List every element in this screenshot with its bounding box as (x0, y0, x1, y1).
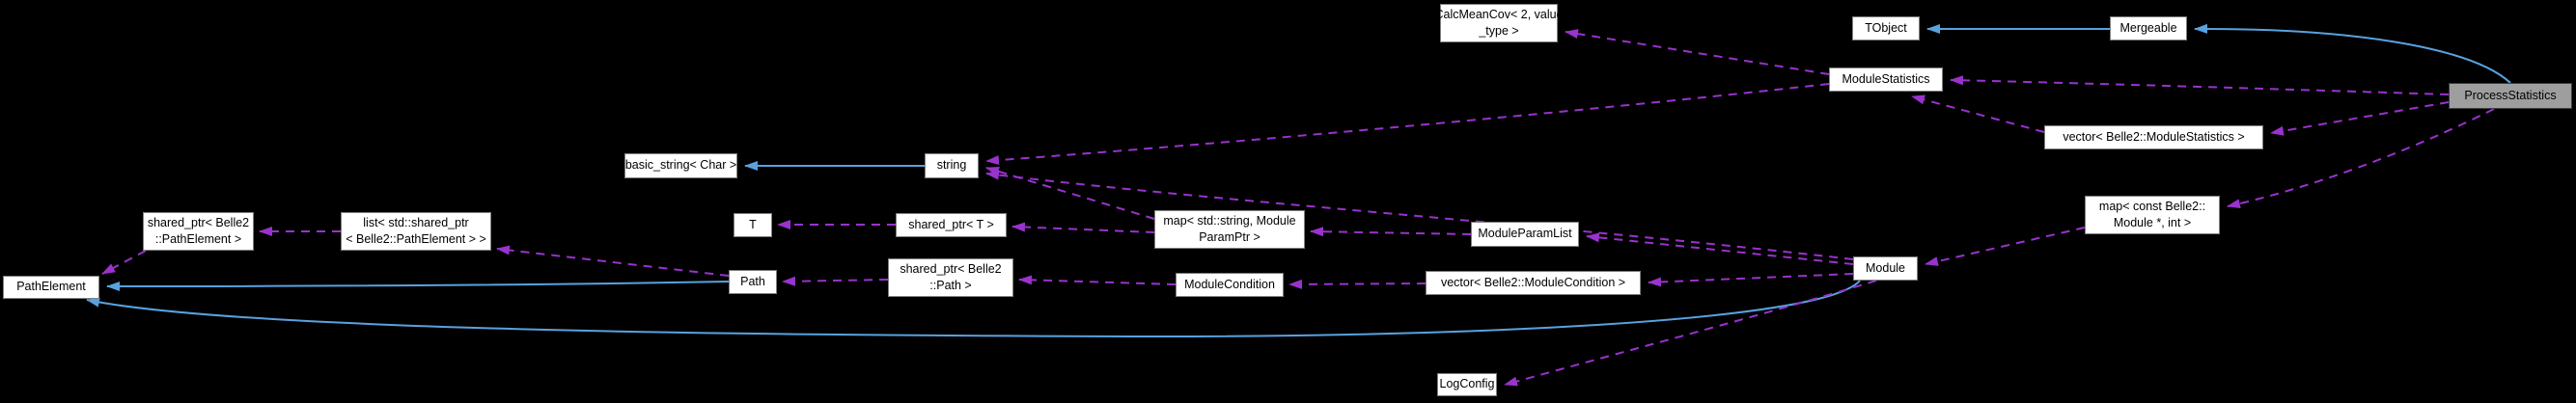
edge-module-to-string (985, 170, 1854, 260)
node-t[interactable]: T (734, 213, 772, 237)
node-list_shared_ptr_pathelement[interactable]: list< std::shared_ptr< Belle2::PathEleme… (341, 212, 491, 251)
node-mergeable[interactable]: Mergeable (2110, 16, 2187, 40)
edge-map_string_moduleparamptr-to-string (985, 167, 1155, 220)
edge-map_string_moduleparamptr-to-shared_ptr_t (1011, 222, 1155, 233)
edge-module-to-pathelement (86, 280, 1861, 338)
node-label: CalcMeanCov< 2, value (1434, 7, 1564, 21)
edge-module-to-moduleparamlist (1586, 232, 1854, 265)
node-label: string (936, 158, 967, 173)
node-label: ProcessStatistics (2464, 88, 2557, 102)
edge-modulecondition-to-shared_ptr_belle2_path (1018, 275, 1177, 285)
node-label: LogConfig (1439, 377, 1495, 391)
edge-shared_ptr_pathelement-to-pathelement (101, 250, 147, 275)
node-label: ::PathElement > (154, 232, 242, 246)
edge-processstatistics-to-mergeable (2194, 23, 2511, 84)
node-label: T (749, 217, 757, 231)
node-shared_ptr_belle2_path[interactable]: shared_ptr< Belle2::Path > (888, 258, 1013, 297)
edge-path-to-pathelement (106, 281, 730, 291)
node-label: TObject (1865, 20, 1907, 35)
node-label: ModuleParamList (1478, 227, 1572, 241)
edge-processstatistics-to-modulestatistics (1950, 75, 2450, 95)
node-logconfig[interactable]: LogConfig (1437, 373, 1497, 396)
edge-vector_modulecondition-to-modulecondition (1288, 279, 1426, 289)
node-label: Module *, int > (2113, 216, 2192, 229)
node-label: Module (1866, 260, 1905, 275)
edge-module-to-logconfig (1504, 280, 1877, 387)
node-label: map< const Belle2:: (2098, 199, 2206, 213)
node-shared_ptr_t[interactable]: shared_ptr< T > (896, 213, 1007, 237)
edge-modulestatistics-to-string (985, 83, 1830, 166)
node-label: shared_ptr< Belle2 (900, 261, 1002, 276)
edge-processstatistics-to-map_const_module_int (2227, 108, 2495, 209)
node-label: shared_ptr< T > (908, 217, 994, 231)
node-label: Path (740, 274, 765, 288)
node-pathelement[interactable]: PathElement (3, 276, 99, 299)
node-label: map< std::string, Module (1163, 213, 1296, 228)
node-label: < Belle2::PathElement > > (346, 232, 486, 246)
node-tobject[interactable]: TObject (1852, 16, 1920, 40)
node-label: PathElement (16, 280, 86, 294)
node-label: ModuleCondition (1184, 277, 1275, 291)
node-calcmeancov[interactable]: CalcMeanCov< 2, value _type > (1434, 4, 1564, 42)
edge-module-to-vector_modulecondition (1648, 273, 1854, 287)
node-vector_modulestatistics[interactable]: vector< Belle2::ModuleStatistics > (2044, 125, 2263, 149)
edge-path-to-list_shared_ptr_pathelement (496, 245, 730, 277)
node-label: ModuleStatistics (1842, 71, 1930, 86)
node-modulestatistics[interactable]: ModuleStatistics (1829, 67, 1943, 92)
node-modulecondition[interactable]: ModuleCondition (1176, 273, 1284, 297)
node-map_const_module_int[interactable]: map< const Belle2::Module *, int > (2085, 196, 2220, 234)
node-label: shared_ptr< Belle2 (147, 215, 250, 229)
node-label: vector< Belle2::ModuleStatistics > (2063, 129, 2245, 144)
node-label: _type > (1479, 24, 1519, 38)
node-string[interactable]: string (925, 153, 979, 178)
edge-processstatistics-to-vector_modulestatistics (2270, 101, 2450, 136)
node-label: basic_string< Char > (624, 158, 737, 173)
edge-shared_ptr_belle2_path-to-path (782, 276, 889, 286)
node-shared_ptr_pathelement[interactable]: shared_ptr< Belle2::PathElement > (143, 212, 254, 251)
edge-moduleparamlist-to-map_string_moduleparamptr (1310, 227, 1472, 237)
node-label: ::Path > (929, 279, 972, 292)
node-label: ParamPtr > (1199, 230, 1260, 244)
node-moduleparamlist[interactable]: ModuleParamList (1471, 222, 1579, 247)
node-label: Mergeable (2119, 20, 2177, 35)
node-module[interactable]: Module (1853, 256, 1918, 281)
edge-modulestatistics-to-calcmeancov (1565, 29, 1830, 75)
edge-map_const_module_int-to-module (1925, 227, 2086, 266)
node-label: vector< Belle2::ModuleCondition > (1440, 275, 1626, 289)
node-path[interactable]: Path (729, 270, 777, 294)
edge-vector_modulestatistics-to-modulestatistics (1911, 94, 2045, 133)
node-vector_modulecondition[interactable]: vector< Belle2::ModuleCondition > (1426, 271, 1641, 295)
node-label: list< std::shared_ptr (363, 215, 469, 229)
node-processstatistics[interactable]: ProcessStatistics (2449, 83, 2572, 109)
node-basic_string_char[interactable]: basic_string< Char > (624, 153, 737, 178)
